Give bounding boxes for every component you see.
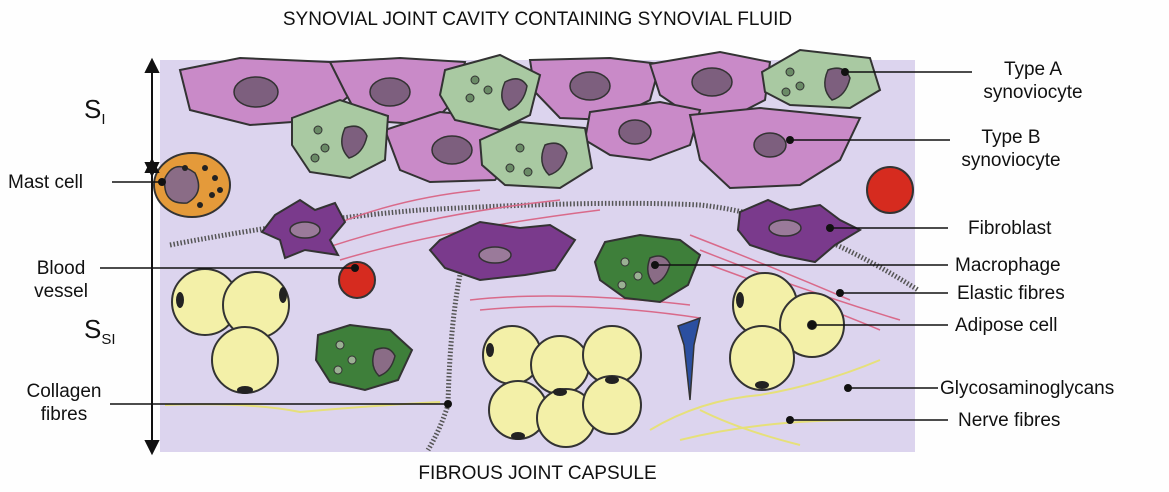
- collagen-fibres-label-line1: Collagen: [20, 380, 108, 403]
- blood-vessel-label: Blood vessel: [20, 257, 102, 303]
- type-b-label-line1: Type B: [950, 126, 1072, 149]
- type-a-label-line1: Type A: [972, 58, 1094, 81]
- intima-thickness-arrow: [146, 60, 158, 175]
- adipose-cell-label: Adipose cell: [955, 314, 1057, 337]
- type-b-synoviocyte-label: Type B synoviocyte: [950, 126, 1072, 172]
- collagen-fibres-label-line2: fibres: [20, 403, 108, 426]
- subintima-thickness-arrow: [146, 160, 158, 453]
- elastic-fibres-label: Elastic fibres: [957, 282, 1065, 305]
- fibroblast-label: Fibroblast: [968, 217, 1051, 240]
- subintima-layer-label: SSI: [84, 318, 116, 351]
- nerve-fibres-label: Nerve fibres: [958, 409, 1060, 432]
- fibrous-capsule-title: FIBROUS JOINT CAPSULE: [160, 462, 915, 485]
- mast-cell-label: Mast cell: [8, 171, 83, 194]
- type-a-label-line2: synoviocyte: [972, 81, 1094, 104]
- type-a-synoviocyte-label: Type A synoviocyte: [972, 58, 1094, 104]
- mast-cell: [154, 153, 230, 217]
- blood-vessel-label-line1: Blood: [20, 257, 102, 280]
- glycosaminoglycans-label: Glycosaminoglycans: [940, 377, 1114, 400]
- intima-layer-label: SI: [84, 98, 106, 131]
- macrophage-label: Macrophage: [955, 254, 1061, 277]
- type-b-label-line2: synoviocyte: [950, 149, 1072, 172]
- synovial-cavity-title: SYNOVIAL JOINT CAVITY CONTAINING SYNOVIA…: [160, 8, 915, 31]
- collagen-fibres-label: Collagen fibres: [20, 380, 108, 426]
- blood-vessel-label-line2: vessel: [20, 280, 102, 303]
